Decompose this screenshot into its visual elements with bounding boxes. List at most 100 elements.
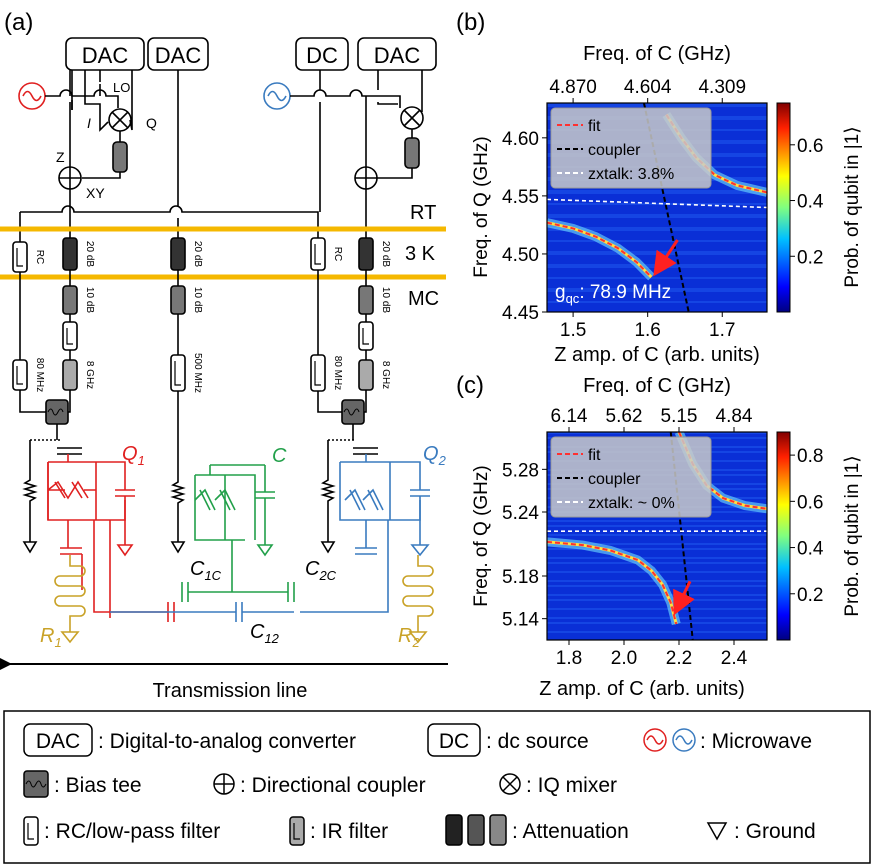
lo-label: LO (113, 80, 130, 95)
svg-text:: RC/low-pass filter: : RC/low-pass filter (44, 820, 220, 843)
chart-c-colorbar-tick-label: 0.6 (797, 492, 823, 513)
chart-b-noise (547, 216, 767, 218)
dc-box: DC (295, 37, 349, 71)
dac-box-3: DAC (357, 37, 437, 71)
rt-label: RT (410, 202, 436, 224)
svg-text:: dc source: : dc source (486, 730, 589, 753)
chart-c-legend: fit coupler zxtalk: ~ 0% (550, 436, 712, 518)
chart-c-ytick-label: 5.28 (502, 460, 539, 481)
chart-c-ytick-label: 5.18 (502, 567, 539, 588)
chart-c-legend-zxtalk: zxtalk: ~ 0% (588, 495, 675, 512)
three-k-label: 3 K (405, 243, 436, 265)
chart-b-noise (547, 227, 767, 229)
attenuator-20db-right (358, 237, 374, 271)
legend-dac: DAC : Digital-to-analog converter (23, 723, 356, 757)
chart-b-top-tick-label: 4.604 (624, 77, 672, 98)
chart-b-colorbar-tick-label: 0.2 (797, 247, 823, 268)
chart-b-noise (547, 240, 767, 242)
chart-b-noise (547, 105, 767, 107)
chart-b-legend-zxtalk: zxtalk: 3.8% (588, 166, 674, 183)
svg-text:: Ground: : Ground (734, 820, 816, 843)
chart-b-noise (547, 103, 767, 105)
svg-text:DAC: DAC (155, 43, 202, 68)
chart-b-noise (547, 264, 767, 266)
panel-label-a: (a) (4, 9, 33, 36)
chart-b-xtick-label: 1.7 (709, 320, 735, 341)
z-label: Z (56, 149, 65, 165)
chart-b-top-tick-label: 4.870 (549, 77, 597, 98)
ir-filter-8ghz-right (358, 359, 374, 391)
attenuator-20db-center (170, 237, 186, 271)
svg-text:80 MHz: 80 MHz (332, 356, 343, 390)
xy-label: XY (86, 185, 105, 201)
chart-c-noise (547, 608, 767, 610)
legend-dc: DC : dc source (427, 723, 589, 757)
chart-c-xlabel: Z amp. of C (arb. units) (539, 678, 745, 700)
chart-c-xtick-label: 1.8 (556, 648, 582, 669)
svg-text:20 dB: 20 dB (192, 241, 203, 267)
rc-filter-left-2 (62, 321, 78, 351)
chart-b-noise (547, 203, 767, 205)
chart-b-lower-branch (547, 221, 653, 279)
svg-text:DAC: DAC (374, 43, 421, 68)
chart-b-noise (547, 301, 767, 303)
chart-b-legend-coupler: coupler (588, 142, 641, 159)
chart-c-noise (547, 543, 767, 545)
svg-text:500 MHz: 500 MHz (192, 353, 203, 393)
r1-label: R1 (40, 625, 62, 650)
ir-filter-right-top (404, 137, 420, 169)
svg-text:20 dB: 20 dB (84, 241, 95, 267)
chart-c-colorbar-tick-label: 0.2 (797, 585, 823, 606)
chart-c-legend-coupler: coupler (588, 471, 641, 488)
bias-tee-right-icon (341, 399, 365, 425)
r2-label: R2 (398, 625, 420, 650)
panel-label-b: (b) (456, 9, 485, 36)
chart-b-noise (547, 214, 767, 216)
rc-filter-left (12, 241, 28, 273)
chart-c-arrow (673, 580, 695, 616)
chart-c-xtick-label: 2.2 (666, 648, 692, 669)
svg-text:: Digital-to-analog converter: : Digital-to-analog converter (98, 730, 356, 753)
chart-b-legend: fit coupler zxtalk: 3.8% (550, 107, 712, 189)
attenuator-10db-right (358, 285, 374, 315)
microwave-blue-icon (672, 728, 696, 752)
chart-b-ytick-label: 4.50 (502, 245, 539, 266)
chart-b-colorbar-tick-label: 0.4 (797, 192, 824, 213)
i-label: I (87, 115, 91, 131)
attenuator-10db-center (170, 285, 186, 315)
iq-mixer-icon (499, 773, 521, 795)
chart-b-xtick-label: 1.6 (634, 320, 660, 341)
microwave-source-red-icon (18, 82, 46, 110)
attenuator-light-icon (489, 814, 507, 846)
attenuator-mid-icon (467, 814, 485, 846)
legend-box: DAC : Digital-to-analog converter DC : d… (3, 710, 871, 864)
svg-text:10 dB: 10 dB (84, 287, 95, 313)
svg-text:80 MHz: 80 MHz (34, 358, 45, 392)
ir-filter-left-top (112, 141, 128, 173)
legend-attenuation: : Attenuation (445, 814, 629, 846)
chart-c-noise (547, 520, 767, 522)
svg-text:: Microwave: : Microwave (700, 730, 812, 753)
chart-c-lower-branch-fit (547, 540, 678, 625)
svg-text:: Bias tee: : Bias tee (54, 774, 142, 797)
chart-b-zxtalk-line (547, 198, 767, 209)
chart-b-noise (547, 229, 767, 231)
c2c-label: C2C (305, 558, 337, 583)
chart-b-top-axis-title: Freq. of C (GHz) (583, 43, 731, 65)
legend-ground: : Ground (706, 820, 816, 843)
chart-c-colorbar-tick-label: 0.4 (797, 539, 824, 560)
chart-c-upper-branch-fit (678, 432, 767, 510)
resonator-r2 (402, 555, 434, 644)
chart-b-ytick-label: 4.60 (502, 129, 539, 150)
panel-label-c: (c) (456, 372, 484, 399)
chart-c-noise (547, 617, 767, 619)
lp-filter-80mhz-left (12, 359, 28, 391)
chart-c-noise (547, 432, 767, 434)
chart-b-noise (547, 251, 767, 253)
svg-text:: Attenuation: : Attenuation (512, 820, 629, 843)
svg-text:20 dB: 20 dB (380, 241, 391, 267)
chart-b-noise (547, 266, 767, 268)
svg-text:10 dB: 10 dB (380, 287, 391, 313)
chart-b-colorbar-label: Prob. of qubit in |1⟩ (842, 126, 863, 287)
